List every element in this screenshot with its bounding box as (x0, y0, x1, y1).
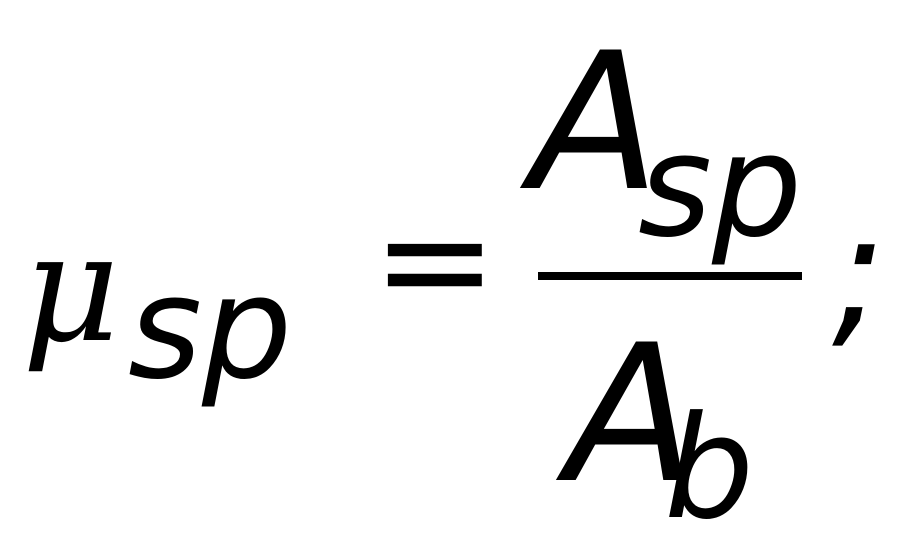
denominator-base: A (566, 304, 696, 525)
semicolon: ; (832, 178, 886, 365)
fraction-bar (538, 272, 802, 280)
equals-sign: = (372, 174, 498, 348)
numerator-base: A (530, 12, 660, 233)
lhs-subscript: sp (128, 246, 293, 411)
lhs-symbol: μ (22, 202, 120, 376)
numerator-subscript: sp (638, 104, 803, 269)
denominator-subscript: b (664, 386, 755, 551)
